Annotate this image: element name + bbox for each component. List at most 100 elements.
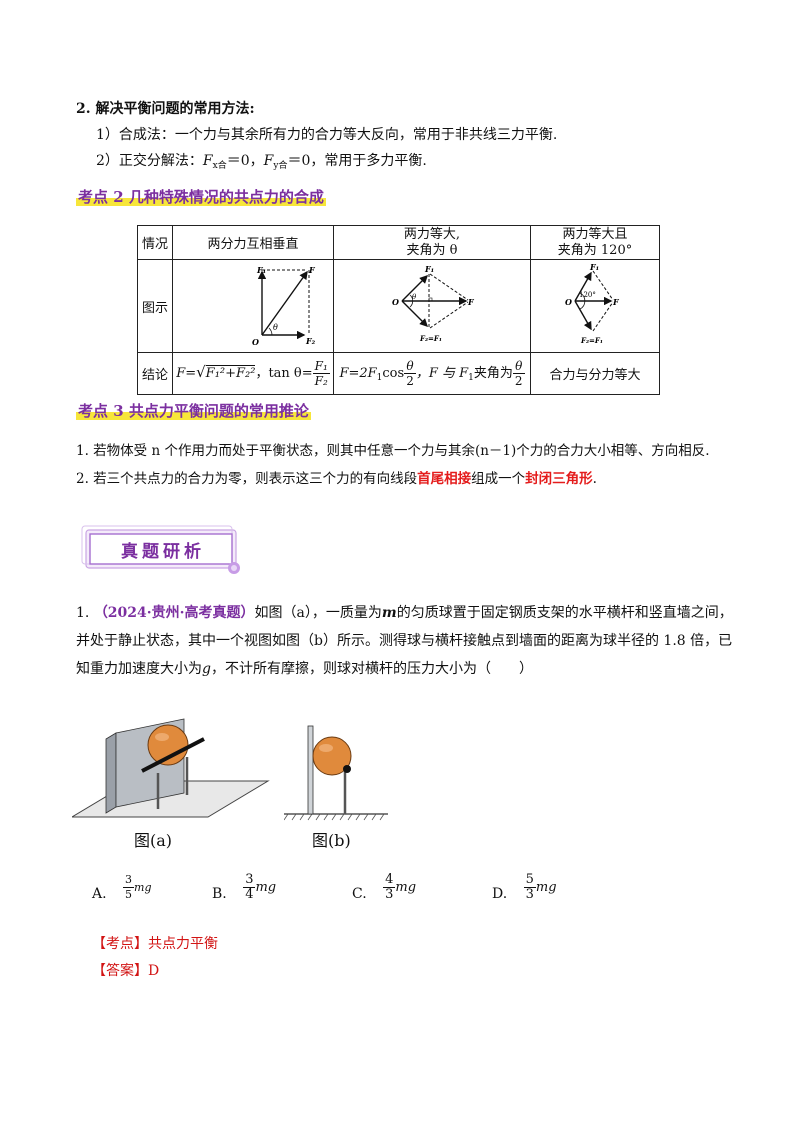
c2-end: 夹角为 — [473, 366, 513, 381]
d1-f: F — [308, 265, 316, 275]
c2-frac-a-den: 2 — [406, 374, 414, 388]
d2-theta: θ — [412, 293, 417, 301]
force-composition-table: 情况 两分力互相垂直 两力等大, 夹角为 θ 两力等大且 夹角为 120° 图示 — [137, 225, 660, 395]
table-header-equal-theta: 两力等大, 夹角为 θ — [333, 225, 531, 260]
banner-label: 真题研析 — [121, 542, 205, 562]
kaodian-label: 【考点】 — [92, 936, 148, 952]
option-a-label: A. — [92, 886, 107, 902]
q1-line1-b: 的匀质球置于固定钢质支架的水平横杆和竖直墙之间， — [396, 605, 733, 621]
option-c-den: 3 — [385, 886, 394, 902]
fx-sub: x合 — [212, 161, 227, 171]
table-header-120: 两力等大且 夹角为 120° — [530, 225, 660, 260]
option-b-num: 3 — [243, 871, 256, 888]
option-c-label: C. — [352, 886, 367, 902]
q1-line3-a: 知重力加速度大小为 — [76, 661, 202, 677]
c1-frac-den: F₂ — [314, 374, 328, 388]
kaodian-value: 共点力平衡 — [148, 936, 218, 952]
diagram-1-cell: F₁ F O θ F₂ — [172, 259, 334, 353]
fx-symbol: F — [202, 153, 213, 169]
kaodian-3-title: 考点 3 共点力平衡问题的常用推论 — [76, 400, 311, 421]
diagram-2-cell: F₁ O θ F F₂=F₁ — [333, 259, 531, 353]
d3-angle: 120° — [579, 291, 596, 299]
question-1-line2: 并处于静止状态，其中一个视图如图（b）所示。测得球与横杆接触点到墙面的距离为球半… — [76, 633, 733, 649]
option-b-den: 4 — [245, 886, 254, 902]
inference-2-red2: 封闭三角形 — [525, 471, 593, 487]
method-2-prefix: 2）正交分解法： — [96, 153, 203, 169]
sqrt-symbol: √ — [196, 363, 206, 381]
option-c-num: 4 — [383, 871, 396, 888]
table-row-diagram-label: 图示 — [137, 259, 173, 353]
c2-frac-b-num: θ — [512, 359, 525, 374]
d2-o: O — [392, 297, 399, 307]
figure-b-caption: 图(b) — [312, 831, 351, 850]
c1-mid: ，tan θ= — [255, 366, 313, 381]
option-b-label: B. — [212, 886, 227, 902]
method-2-eq1: ＝0， — [226, 153, 264, 169]
c1-sqrt-body: F₁²+F₂² — [205, 365, 256, 381]
option-a-unit: mg — [134, 881, 152, 894]
header-120-line1: 两力等大且 — [562, 226, 628, 242]
d3-f1: F₁ — [589, 262, 599, 272]
d2-f: F — [467, 297, 475, 307]
d3-f2: F₂=F₁ — [580, 336, 603, 345]
option-a-num: 3 — [123, 872, 135, 888]
c1-prefix: F= — [176, 366, 197, 381]
d1-o: O — [252, 337, 259, 347]
kaodian-2-title: 考点 2 几种特殊情况的共点力的合成 — [76, 186, 326, 207]
method-2-eq2: ＝0，常用于多力平衡. — [287, 153, 427, 169]
c2-sub1: 1 — [376, 373, 383, 383]
answer-label: 【答案】 — [92, 963, 148, 979]
diagram-3-cell: F₁ O 120° F F₂=F₁ — [530, 259, 660, 353]
q1-number: 1. — [76, 605, 90, 621]
option-c-unit: mg — [395, 880, 417, 895]
inference-2-c: . — [592, 471, 597, 487]
header-equal-line1: 两力等大, — [403, 226, 461, 242]
d2-f1: F₁ — [424, 264, 434, 274]
d1-f2: F₂ — [305, 336, 316, 346]
d3-f: F — [612, 297, 620, 307]
figure-b — [284, 725, 388, 821]
q1-line3-b: ，不计所有摩擦，则球对横杆的压力大小为（ ） — [210, 661, 533, 677]
option-d-num: 5 — [523, 871, 536, 888]
option-d-den: 3 — [525, 886, 534, 902]
d1-theta: θ — [273, 323, 278, 332]
d2-f2: F₂=F₁ — [419, 334, 442, 343]
c2-prefix: F=2F — [339, 366, 377, 381]
table-row-conclusion-label: 结论 — [137, 352, 173, 395]
option-b-unit: mg — [255, 880, 277, 895]
method-2: 2）正交分解法：Fx合＝0，Fy合＝0，常用于多力平衡. — [96, 151, 427, 176]
q1-source: （2024·贵州·高考真题） — [93, 605, 255, 621]
option-d-unit: mg — [535, 880, 557, 895]
question-1-line1: 1. （2024·贵州·高考真题）如图（a），一质量为m的匀质球置于固定钢质支架… — [76, 603, 733, 623]
c2-mid2: ，F 与 F — [415, 366, 469, 381]
conclusion-3: 合力与分力等大 — [530, 352, 660, 395]
inference-2-b: 组成一个 — [471, 471, 526, 487]
answer-value: D — [148, 963, 160, 979]
kaodian-3-text: 考点 3 共点力平衡问题的常用推论 — [76, 402, 311, 420]
inference-2-red1: 首尾相接 — [417, 471, 472, 487]
inference-2-a: 2. 若三个共点力的合力为零，则表示这三个力的有向线段 — [76, 471, 418, 487]
option-d-label: D. — [492, 886, 508, 902]
q1-g: g — [202, 661, 211, 677]
c2-sub2: 1 — [468, 373, 474, 383]
fy-sub: y合 — [273, 161, 288, 171]
method-1: 1）合成法：一个力与其余所有力的合力等大反向，常用于非共线三力平衡. — [96, 127, 558, 143]
header-120-line2: 夹角为 120° — [557, 242, 633, 258]
perpendicular-diagram: F₁ F O θ F₂ — [252, 265, 316, 347]
angle-120-diagram: F₁ O 120° F F₂=F₁ — [565, 262, 620, 345]
d1-f1: F₁ — [256, 265, 266, 275]
table-header-perpendicular: 两分力互相垂直 — [172, 225, 334, 260]
question-1-line3: 知重力加速度大小为g，不计所有摩擦，则球对横杆的压力大小为（ ） — [76, 659, 533, 679]
option-a-den: 5 — [125, 887, 133, 901]
kaodian-line: 【考点】共点力平衡 — [92, 934, 218, 954]
